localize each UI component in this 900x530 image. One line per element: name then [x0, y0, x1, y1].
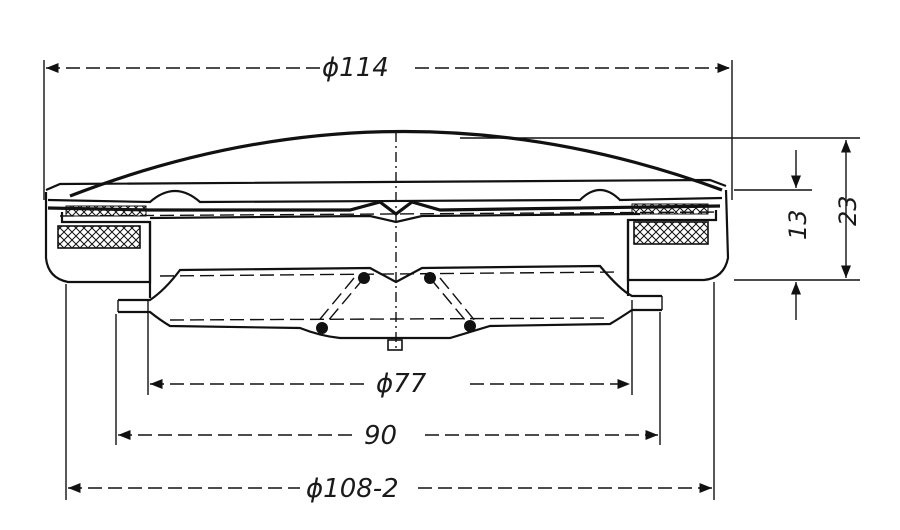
dimension-label-77: ϕ77	[376, 369, 427, 399]
dimension-label-108: ϕ108-2	[306, 474, 399, 504]
right-housing	[626, 189, 730, 296]
dimension-top-diameter: ϕ114	[43, 53, 733, 200]
dimension-flange-width: 90	[115, 312, 661, 451]
dimension-label-90: 90	[364, 421, 397, 451]
upper-plate	[47, 188, 723, 224]
inner-linkage	[315, 272, 477, 351]
dimension-inner-diameter: ϕ77	[147, 300, 633, 399]
left-housing	[44, 192, 152, 298]
dome-cover	[45, 129, 734, 198]
lower-pan	[117, 264, 663, 340]
dimension-label-23: 23	[834, 195, 862, 226]
dimension-label-114: ϕ114	[322, 53, 389, 83]
dimension-height-total: 23	[734, 137, 862, 281]
dimension-bottom-diameter: ϕ108-2	[65, 282, 715, 504]
dimension-label-13: 13	[784, 209, 812, 240]
dimension-height-inner: 13	[734, 150, 812, 320]
